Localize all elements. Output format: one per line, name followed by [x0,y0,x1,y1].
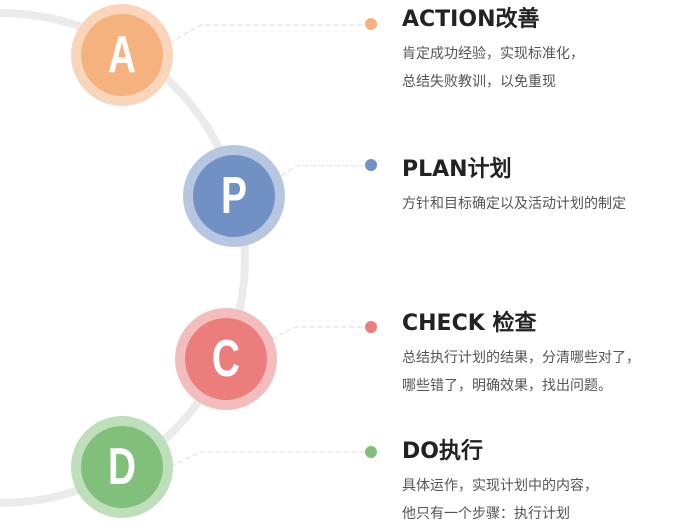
step-check: CHECK 检查 总结执行计划的结果，分清哪些对了， 哪些错了，明确效果，找出问… [402,310,640,400]
letter-p: P [220,167,248,225]
step-title: DO执行 [402,439,483,464]
bullet-dot-check [365,321,377,333]
desc-line: 肯定成功经验，实现标准化， [402,46,584,62]
circle-check [185,318,267,400]
connector-lines [162,24,365,471]
desc-line: 方针和目标确定以及活动计划的制定 [402,196,626,212]
step-description: 方针和目标确定以及活动计划的制定 [402,190,626,218]
letter-a: A [107,26,137,84]
step-description: 肯定成功经验，实现标准化， 总结失败教训，以免重现 [402,40,584,96]
circle-do [81,426,163,508]
circle-plan [193,155,275,237]
step-do: DO执行 具体运作，实现计划中的内容， 他只有一个步骤：执行计划 [402,438,598,528]
bullet-dot-action [365,18,377,30]
step-description: 总结执行计划的结果，分清哪些对了， 哪些错了，明确效果，找出问题。 [402,344,640,400]
bullet-dot-do [365,446,377,458]
circle-action [81,14,163,96]
desc-line: 总结执行计划的结果，分清哪些对了， [402,350,640,366]
step-plan: PLAN计划 方针和目标确定以及活动计划的制定 [402,156,626,218]
desc-line: 哪些错了，明确效果，找出问题。 [402,378,612,394]
step-description: 具体运作，实现计划中的内容， 他只有一个步骤：执行计划 [402,472,598,528]
step-action: ACTION改善 肯定成功经验，实现标准化， 总结失败教训，以免重现 [402,6,584,96]
letter-c: C [211,330,241,388]
desc-line: 具体运作，实现计划中的内容， [402,478,598,494]
step-title: ACTION改善 [402,7,540,32]
desc-line: 总结失败教训，以免重现 [402,74,556,90]
bullet-dot-plan [365,159,377,171]
cycle-arc [0,9,249,507]
letter-d: D [107,438,137,496]
desc-line: 他只有一个步骤：执行计划 [402,506,570,522]
step-title: PLAN计划 [402,157,512,182]
step-title: CHECK 检查 [402,311,537,336]
